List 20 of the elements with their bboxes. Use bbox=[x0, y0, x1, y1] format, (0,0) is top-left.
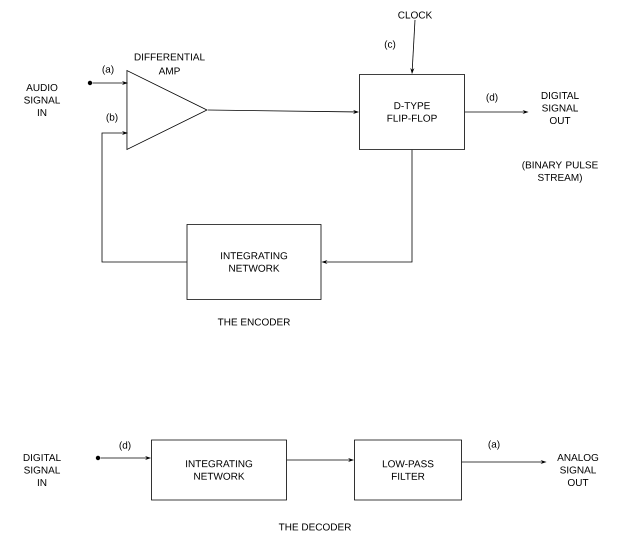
signal-label: (BINARY PULSE STREAM) bbox=[522, 161, 598, 183]
block-box: LOW-PASS FILTER bbox=[354, 440, 462, 500]
signal-label: CLOCK bbox=[398, 11, 432, 19]
signal-label: DIGITAL SIGNAL IN bbox=[24, 454, 61, 486]
signal-label: ANALOG SIGNAL OUT bbox=[557, 454, 598, 486]
edge-label: (d) bbox=[118, 440, 132, 452]
edge-label: (b) bbox=[104, 112, 120, 124]
edge-label: (c) bbox=[383, 39, 397, 51]
node-label: DIFFERENTIAL bbox=[134, 54, 205, 60]
edge-label: (a) bbox=[100, 64, 116, 76]
edge-label: (d) bbox=[484, 92, 500, 104]
caption-text: THE ENCODER bbox=[218, 318, 290, 326]
signal-label: DIGITAL SIGNAL OUT bbox=[542, 92, 579, 124]
block-box: INTEGRATING NETWORK bbox=[151, 440, 287, 500]
edge-label: (a) bbox=[486, 439, 502, 451]
block-box: D-TYPE FLIP-FLOP bbox=[359, 74, 465, 150]
block-box: INTEGRATING NETWORK bbox=[186, 224, 322, 300]
caption-text: THE DECODER bbox=[278, 523, 351, 531]
signal-label: AUDIO SIGNAL IN bbox=[24, 84, 60, 116]
arrow bbox=[102, 130, 187, 262]
